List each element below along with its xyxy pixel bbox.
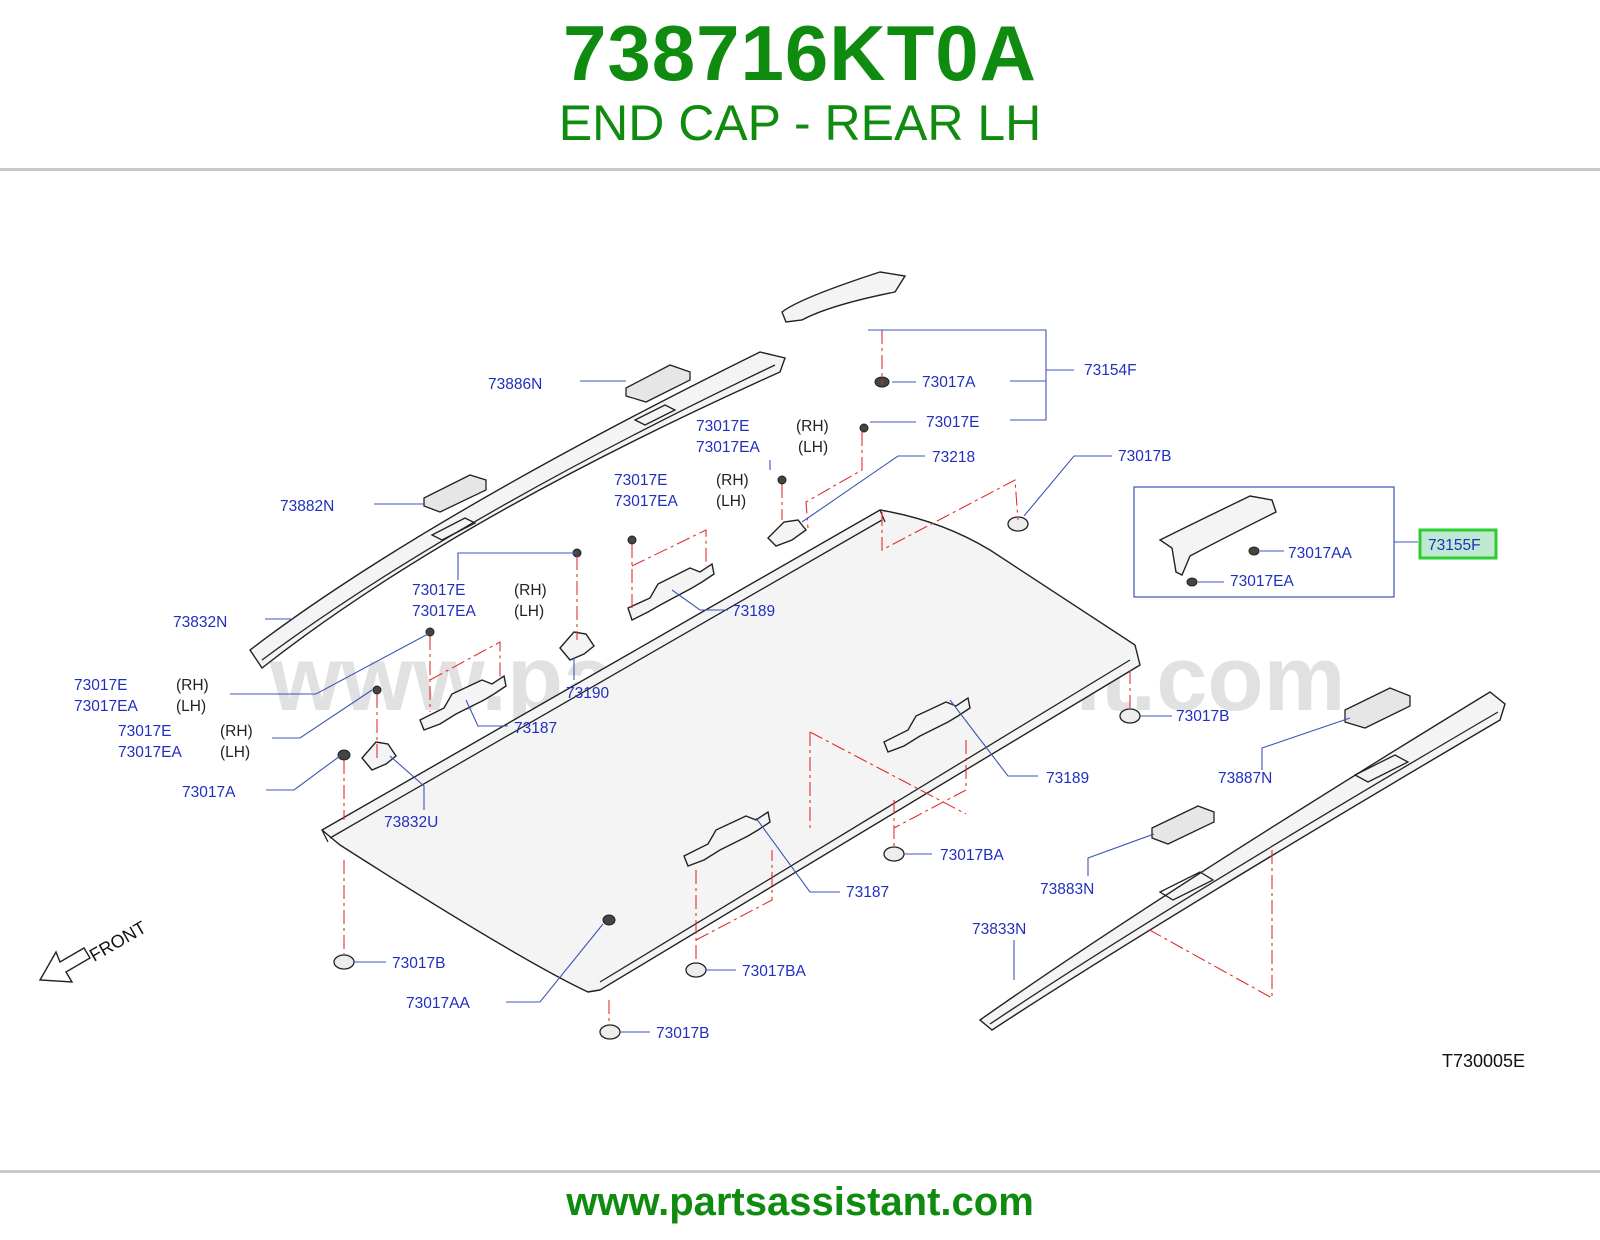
roof-rail-73832N — [249, 351, 786, 670]
footer-url[interactable]: www.partsassistant.com — [566, 1180, 1034, 1224]
highlight-box — [1418, 528, 1498, 560]
label-rh-a: (RH) — [796, 418, 829, 435]
bracket-73190 — [559, 631, 595, 661]
part-labels: 73886N 73882N 73832N 73154F 73017A 73017… — [74, 362, 1481, 1042]
cover-73883N — [1151, 805, 1215, 845]
bracket-73187-top — [419, 674, 507, 731]
label-73886N: 73886N — [488, 376, 542, 393]
bracket-73187-bottom — [683, 810, 771, 867]
leader-lines — [230, 329, 1418, 1033]
front-direction-indicator: FRONT — [38, 917, 150, 983]
label-73017E-d: 73017E — [74, 677, 127, 694]
label-73883N: 73883N — [1040, 881, 1094, 898]
cover-73886N — [625, 364, 691, 403]
label-73189-right: 73189 — [1046, 770, 1089, 787]
label-rh-c: (RH) — [514, 582, 547, 599]
label-73017B-left: 73017B — [392, 955, 445, 972]
label-73017B-top: 73017B — [1118, 448, 1171, 465]
front-arrow-icon — [38, 947, 91, 983]
page-header: 738716KT0A END CAP - REAR LH — [0, 0, 1600, 170]
roof-rail-73833N — [978, 691, 1506, 1031]
label-73189-top: 73189 — [732, 603, 775, 620]
label-73017B-mid: 73017B — [1176, 708, 1229, 725]
label-73017A-top: 73017A — [922, 374, 976, 391]
label-73887N: 73887N — [1218, 770, 1272, 787]
label-73017B-bot: 73017B — [656, 1025, 709, 1042]
label-73882N: 73882N — [280, 498, 334, 515]
label-73187-bot: 73187 — [846, 884, 889, 901]
rail-slot-lower — [430, 517, 477, 541]
label-73017E-a: 73017E — [696, 418, 749, 435]
bracket-73832U — [361, 741, 397, 771]
label-rh-e: (RH) — [220, 723, 253, 740]
label-73017EA-b: 73017EA — [614, 493, 678, 510]
label-lh-e: (LH) — [220, 744, 250, 761]
cover-73882N — [423, 474, 487, 513]
label-lh-b: (LH) — [716, 493, 746, 510]
label-lh-a: (LH) — [798, 439, 828, 456]
label-73017EA-d: 73017EA — [74, 698, 138, 715]
label-73017E-e: 73017E — [118, 723, 171, 740]
part-name-subtitle: END CAP - REAR LH — [558, 95, 1042, 151]
label-73017AA-bot: 73017AA — [406, 995, 470, 1012]
label-73218: 73218 — [932, 449, 975, 466]
rail-slot-right-lower — [1158, 871, 1215, 901]
end-cap-73155F — [1158, 495, 1277, 576]
footer-divider — [0, 1170, 1600, 1173]
diagram-ref-code: T730005E — [1442, 1051, 1525, 1071]
label-73017EA-a: 73017EA — [696, 439, 760, 456]
label-73017A-left: 73017A — [182, 784, 236, 801]
label-73017BA-a: 73017BA — [940, 847, 1004, 864]
cover-73887N — [1344, 687, 1411, 729]
label-lh-d: (LH) — [176, 698, 206, 715]
label-73833N: 73833N — [972, 921, 1026, 938]
label-73017BA-b: 73017BA — [742, 963, 806, 980]
rail-slot-right-upper — [1353, 754, 1410, 783]
bracket-73218 — [767, 519, 808, 547]
rail-slot-upper — [633, 404, 677, 426]
label-73017EA-e: 73017EA — [118, 744, 182, 761]
label-73017AA-box: 73017AA — [1288, 545, 1352, 562]
label-73017EA-c: 73017EA — [412, 603, 476, 620]
label-73832N: 73832N — [173, 614, 227, 631]
bracket-73189-top — [627, 562, 715, 621]
front-label: FRONT — [86, 917, 150, 965]
label-73187-top: 73187 — [514, 720, 557, 737]
assembly-centerlines — [343, 330, 1273, 1026]
label-73190: 73190 — [566, 685, 609, 702]
header-divider — [0, 168, 1600, 171]
label-lh-c: (LH) — [514, 603, 544, 620]
label-73154F: 73154F — [1084, 362, 1137, 379]
label-73017E-c: 73017E — [412, 582, 465, 599]
label-73017E-b: 73017E — [614, 472, 667, 489]
label-rh-b: (RH) — [716, 472, 749, 489]
label-73017E-top: 73017E — [926, 414, 979, 431]
end-cap-73154F — [781, 271, 907, 323]
label-73155F: 73155F — [1428, 537, 1481, 554]
bracket-73189-right — [883, 696, 971, 753]
label-73017EA-box: 73017EA — [1230, 573, 1294, 590]
label-rh-d: (RH) — [176, 677, 209, 694]
part-number-title: 738716KT0A — [563, 9, 1037, 97]
label-73832U: 73832U — [384, 814, 438, 831]
